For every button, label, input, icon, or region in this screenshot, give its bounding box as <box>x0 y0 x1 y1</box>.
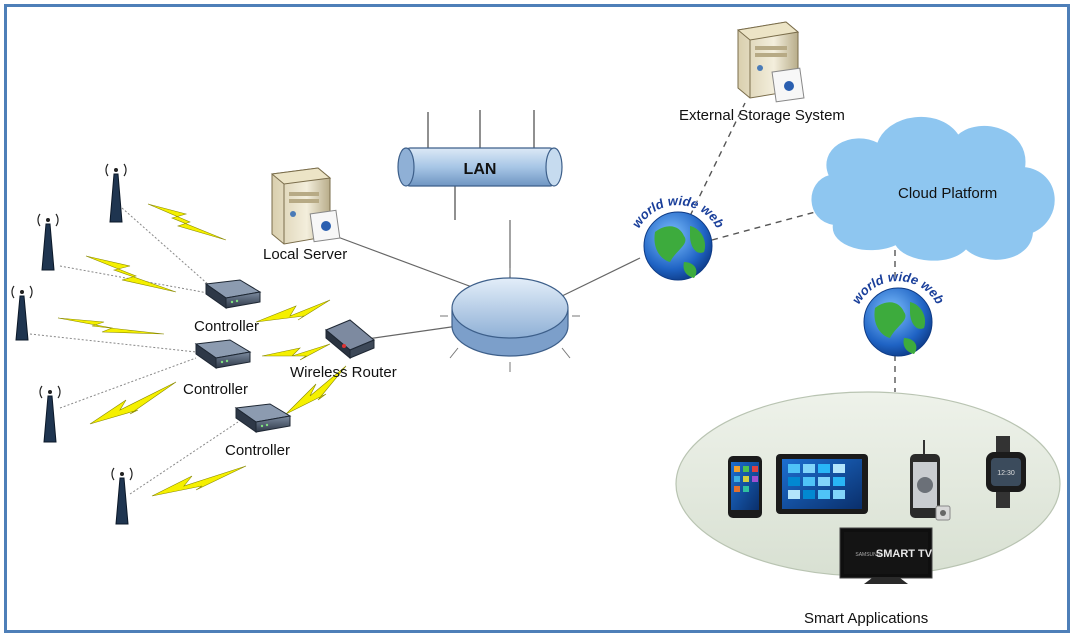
remote-phone-icon <box>910 440 951 521</box>
controller-2-icon <box>194 339 252 369</box>
svg-text:12:30: 12:30 <box>997 470 1015 477</box>
wireless-router-icon <box>325 319 375 360</box>
controller-3-label: Controller <box>225 442 291 459</box>
lan-pipe: LAN <box>397 110 563 220</box>
www-globe-2-icon: world wide web <box>848 269 948 357</box>
www-globe-1-icon: world wide web <box>628 193 728 281</box>
antenna-icon <box>39 385 61 443</box>
controller-2-label: Controller <box>183 381 249 398</box>
smartwatch-icon: 12:30 <box>986 436 1026 508</box>
lightning-icon <box>255 299 331 323</box>
smart-tv-icon: SAMSUNG SMART TV <box>839 527 933 584</box>
local-server-label: Local Server <box>263 246 348 263</box>
external-storage-icon <box>736 21 805 103</box>
controller-1-label: Controller <box>194 318 260 335</box>
antenna-icon <box>37 213 59 271</box>
link-server-hub <box>334 235 481 291</box>
link-hub-www <box>561 257 641 297</box>
tablet-icon <box>776 454 868 514</box>
controller-3-icon <box>234 403 292 433</box>
antenna-icon <box>111 467 133 525</box>
cloud-icon <box>811 116 1055 261</box>
smartphone-icon <box>728 456 762 518</box>
wireless-router-label: Wireless Router <box>290 364 397 381</box>
lightning-icon <box>85 255 177 293</box>
lightning-icon <box>285 365 347 415</box>
lightning-icon <box>261 343 331 361</box>
sensor-links <box>29 207 239 495</box>
tv-brand-label: SAMSUNG <box>855 552 880 558</box>
lightning-icon <box>57 317 165 335</box>
lightning-icon <box>147 203 227 241</box>
controller-1-icon <box>204 279 262 309</box>
lightning-icon <box>89 381 177 425</box>
link-router-hub <box>359 325 459 341</box>
hub-icon <box>440 268 580 372</box>
antenna-icon <box>11 285 33 341</box>
wireless-signals <box>57 203 347 497</box>
link-www-storage <box>689 102 746 217</box>
lightning-icon <box>151 465 247 497</box>
lan-label: LAN <box>464 161 497 178</box>
link-www-cloud <box>711 207 831 241</box>
smart-applications-group: 12:30 SAMSUNG SMART TV <box>675 391 1061 584</box>
cloud-platform-label: Cloud Platform <box>898 185 998 202</box>
external-storage-label: External Storage System <box>679 107 845 124</box>
sensors <box>11 163 133 525</box>
smart-applications-label: Smart Applications <box>804 610 929 627</box>
antenna-icon <box>105 163 127 223</box>
tv-logo-label: SMART TV <box>876 548 933 560</box>
dashed-links <box>689 102 896 392</box>
local-server-icon <box>270 167 341 245</box>
